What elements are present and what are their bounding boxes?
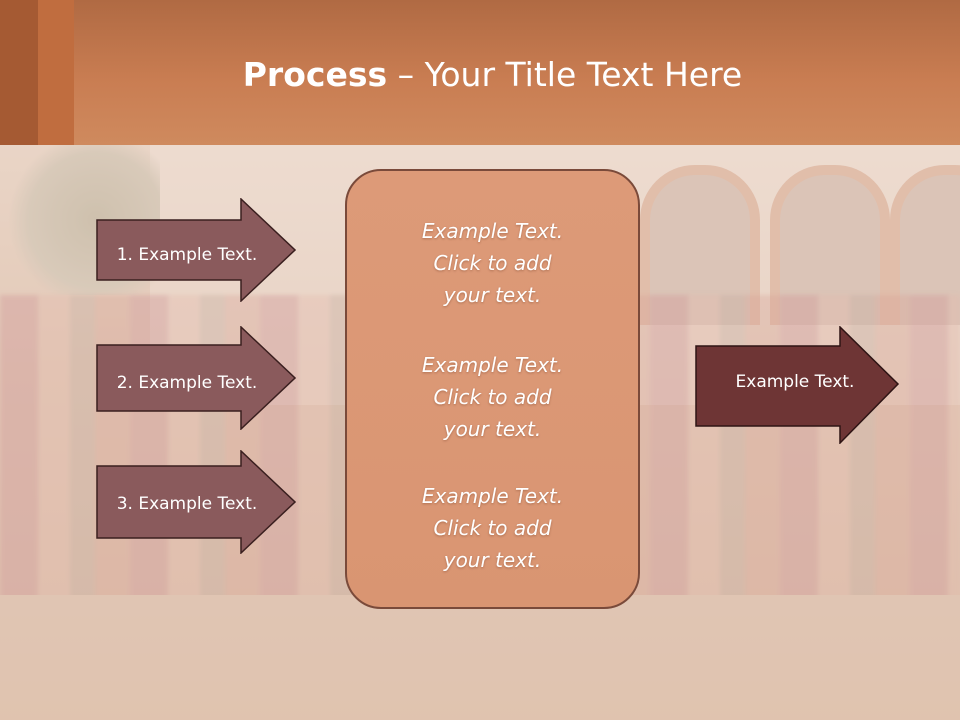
- center-line: your text.: [443, 548, 542, 572]
- title-bar: Process – Your Title Text Here: [0, 0, 960, 145]
- center-text-2[interactable]: Example Text. Click to add your text.: [347, 349, 638, 445]
- center-line: Click to add: [433, 385, 552, 409]
- arrow-shape: [96, 450, 296, 554]
- step-label: 2. Example Text.: [116, 373, 258, 393]
- accent-strip: [38, 0, 74, 145]
- center-line: Example Text.: [421, 219, 564, 243]
- center-line: Click to add: [433, 516, 552, 540]
- accent-strip: [0, 0, 38, 145]
- title-bold: Process: [242, 55, 388, 94]
- center-line: your text.: [443, 283, 542, 307]
- center-line: your text.: [443, 417, 542, 441]
- slide-title[interactable]: Process – Your Title Text Here: [0, 52, 960, 98]
- center-line: Example Text.: [421, 353, 564, 377]
- arrow-shape: [96, 326, 296, 430]
- center-process-box[interactable]: Example Text. Click to add your text. Ex…: [345, 169, 640, 609]
- archway: [890, 165, 960, 325]
- arrow-shape: [695, 325, 900, 445]
- archway: [640, 165, 760, 325]
- step-arrow-1[interactable]: 1. Example Text.: [96, 198, 296, 302]
- center-text-3[interactable]: Example Text. Click to add your text.: [347, 480, 638, 576]
- archway: [770, 165, 890, 325]
- step-arrow-3[interactable]: 3. Example Text.: [96, 450, 296, 554]
- step-label: 1. Example Text.: [116, 245, 258, 265]
- output-arrow[interactable]: Example Text.: [695, 325, 900, 445]
- step-arrow-2[interactable]: 2. Example Text.: [96, 326, 296, 430]
- step-label: 3. Example Text.: [116, 494, 258, 514]
- center-text-1[interactable]: Example Text. Click to add your text.: [347, 215, 638, 311]
- title-rest: – Your Title Text Here: [387, 55, 743, 94]
- arrow-shape: [96, 198, 296, 302]
- center-line: Click to add: [433, 251, 552, 275]
- center-line: Example Text.: [421, 484, 564, 508]
- output-label: Example Text.: [735, 372, 855, 392]
- ground: [0, 595, 960, 720]
